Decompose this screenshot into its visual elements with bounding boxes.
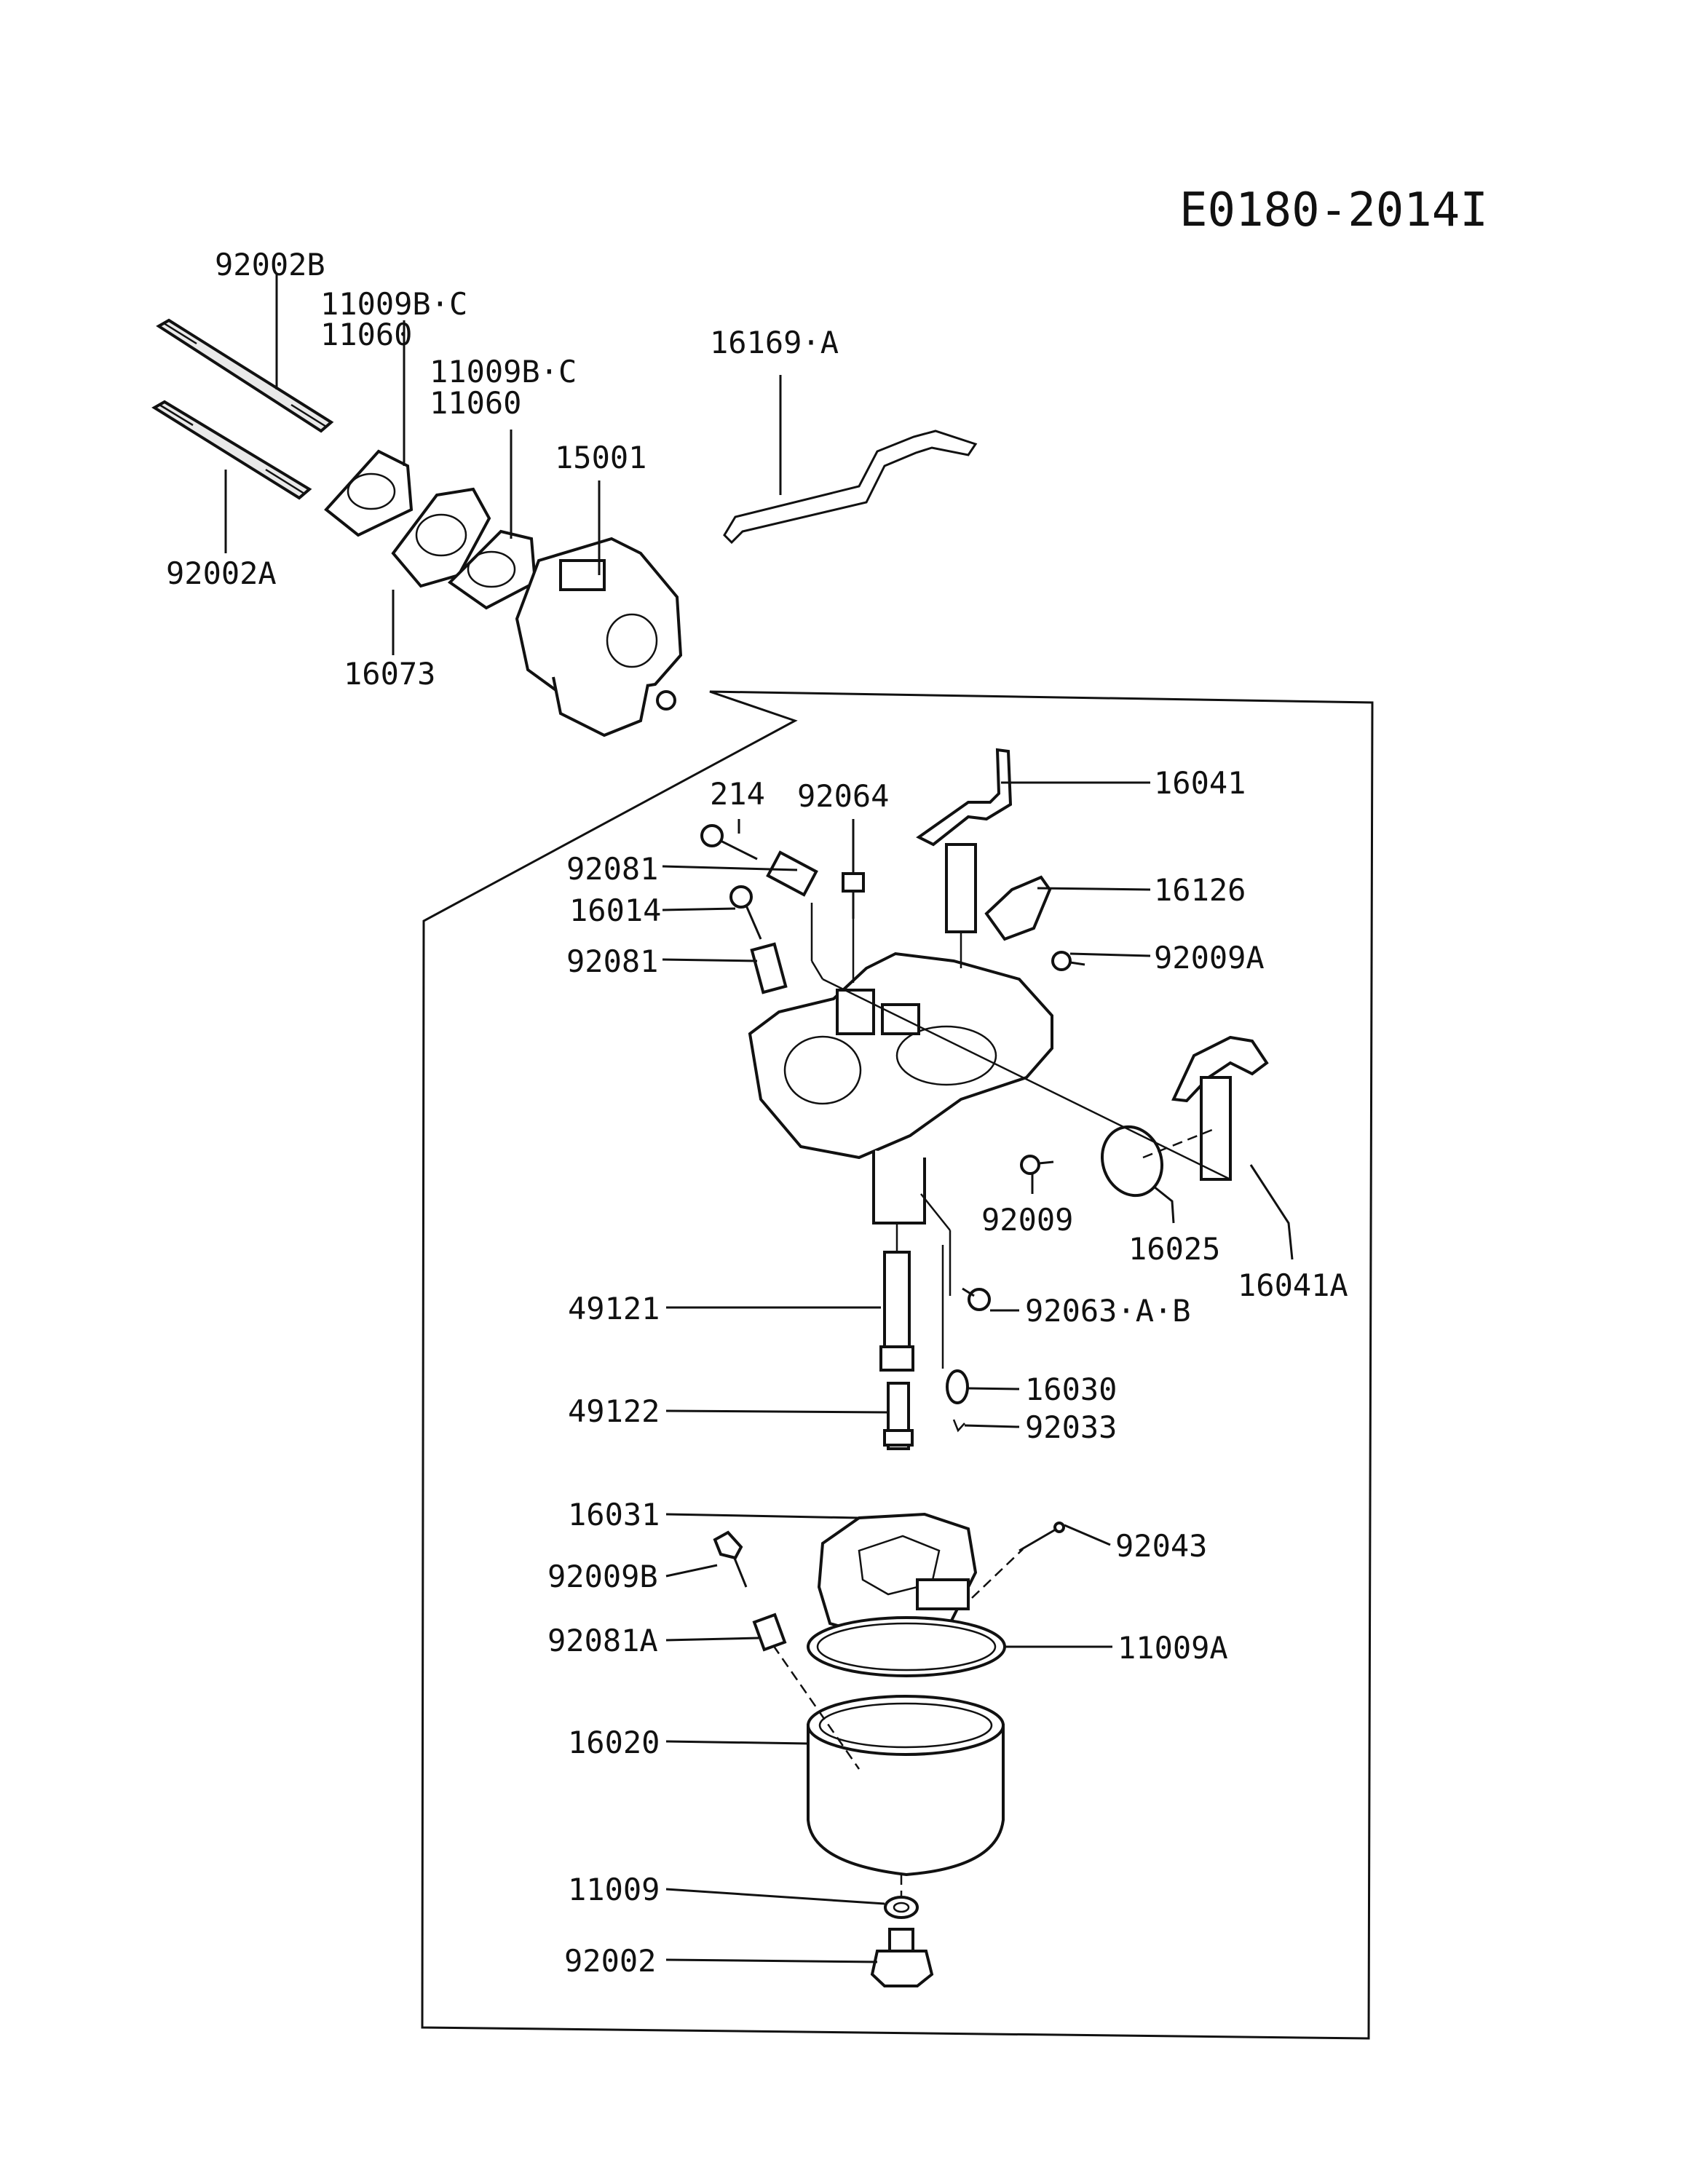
label-16030: 16030 bbox=[1025, 1372, 1117, 1407]
choke-rod-16169a bbox=[723, 430, 978, 545]
label-16041a: 16041A bbox=[1238, 1267, 1348, 1303]
label-92081a: 92081A bbox=[547, 1623, 658, 1658]
stud-92002a bbox=[151, 400, 312, 500]
screw-92009b bbox=[713, 1530, 748, 1588]
label-16041: 16041 bbox=[1154, 765, 1246, 801]
label-16025: 16025 bbox=[1128, 1231, 1220, 1267]
float-bowl-16020 bbox=[807, 1695, 1005, 1877]
gasket-11009bc-2 bbox=[447, 529, 537, 610]
spring-92081-lower bbox=[750, 942, 788, 994]
label-15001: 15001 bbox=[555, 440, 646, 475]
nozzle-49121 bbox=[879, 1251, 914, 1372]
spring-92081-upper bbox=[766, 850, 818, 897]
screw-92009a bbox=[1051, 951, 1085, 971]
carburetor-15001 bbox=[515, 537, 683, 737]
label-49121: 49121 bbox=[568, 1291, 660, 1326]
label-92033: 92033 bbox=[1025, 1409, 1117, 1445]
detail-parts bbox=[700, 748, 1269, 1987]
label-92081-2: 92081 bbox=[566, 943, 658, 979]
label-92081-1: 92081 bbox=[566, 851, 658, 887]
label-11060-1: 11060 bbox=[320, 317, 412, 352]
upper-assembly bbox=[151, 318, 978, 737]
insulator-16073 bbox=[391, 487, 491, 588]
choke-shaft-16041a bbox=[1171, 1035, 1269, 1181]
screw-92063ab bbox=[962, 1287, 991, 1311]
label-11009a: 11009A bbox=[1118, 1630, 1228, 1666]
label-92009b: 92009B bbox=[547, 1559, 658, 1594]
needle-16030 bbox=[946, 1369, 969, 1404]
spring-92081a bbox=[752, 1613, 787, 1652]
label-92009: 92009 bbox=[981, 1202, 1073, 1238]
drain-bolt-92002 bbox=[870, 1928, 934, 1987]
alignment-lines bbox=[772, 903, 1231, 1897]
label-16031: 16031 bbox=[568, 1497, 660, 1532]
leader-lines-detail bbox=[662, 781, 1294, 1963]
label-16169a: 16169·A bbox=[710, 325, 839, 360]
pin-92043 bbox=[1018, 1522, 1065, 1552]
gasket-11009bc-1 bbox=[324, 449, 414, 537]
label-92002: 92002 bbox=[564, 1943, 656, 1979]
throttle-shaft-16041 bbox=[916, 748, 1013, 933]
label-92043: 92043 bbox=[1115, 1528, 1207, 1564]
label-214: 214 bbox=[710, 776, 765, 812]
label-92064: 92064 bbox=[797, 778, 889, 814]
label-16014: 16014 bbox=[569, 893, 661, 928]
carburetor-body bbox=[748, 951, 1053, 1224]
label-49122: 49122 bbox=[568, 1393, 660, 1429]
part-number-labels: 92002B 11009B·C 11060 11009B·C 11060 161… bbox=[166, 247, 1348, 1979]
label-16126: 16126 bbox=[1154, 872, 1246, 908]
label-11009bc-1: 11009B·C bbox=[320, 286, 467, 322]
clip-92033 bbox=[952, 1419, 965, 1433]
label-16073: 16073 bbox=[344, 656, 435, 692]
label-16020: 16020 bbox=[568, 1725, 660, 1760]
stud-92002b bbox=[156, 318, 334, 433]
label-11009: 11009 bbox=[568, 1872, 660, 1907]
diagram-code: E0180-2014I bbox=[1179, 183, 1488, 237]
screw-92064 bbox=[842, 872, 865, 919]
float-16031 bbox=[817, 1512, 978, 1640]
screw-16014 bbox=[729, 885, 762, 940]
washer-11009 bbox=[884, 1896, 919, 1919]
label-92002b: 92002B bbox=[215, 247, 325, 282]
label-11060-2: 11060 bbox=[430, 385, 521, 421]
throttle-valve-16126 bbox=[984, 875, 1052, 941]
label-11009bc-2: 11009B·C bbox=[430, 354, 577, 389]
jet-49122 bbox=[883, 1382, 914, 1450]
label-92002a: 92002A bbox=[166, 555, 277, 591]
screw-214 bbox=[700, 824, 758, 860]
gasket-11009a bbox=[807, 1616, 1006, 1677]
label-92009a: 92009A bbox=[1154, 940, 1265, 976]
label-92063ab: 92063·A·B bbox=[1025, 1293, 1191, 1329]
screw-92009 bbox=[1020, 1155, 1054, 1175]
leader-lines-upper bbox=[224, 273, 782, 655]
detail-frame bbox=[421, 690, 1374, 2040]
